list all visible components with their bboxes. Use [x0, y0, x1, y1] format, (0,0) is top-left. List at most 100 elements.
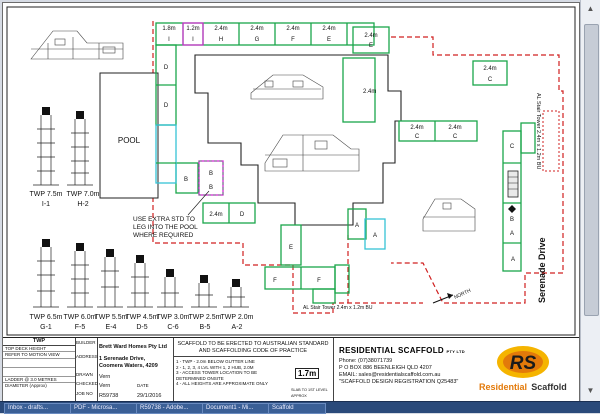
- taskbar-item[interactable]: Inbox - drafts...: [4, 403, 74, 414]
- standard-line1: SCAFFOLD TO BE ERECTED TO AUSTRALIAN STA…: [177, 341, 329, 347]
- svg-text:1.8m: 1.8m: [162, 26, 175, 32]
- slab-height: 1.7m: [295, 368, 320, 379]
- svg-text:H-2: H-2: [77, 201, 88, 208]
- svg-text:Scaffold: Scaffold: [531, 382, 567, 392]
- address-line2: Coomera Waters, 4209: [99, 363, 158, 369]
- scrollbar-thumb[interactable]: [584, 24, 599, 316]
- svg-text:D: D: [164, 65, 169, 71]
- taskbar-item[interactable]: PDF - Microsa...: [70, 403, 140, 414]
- svg-text:C: C: [510, 144, 515, 150]
- twp-table: TWP TOP DECK HEIGHT REFER TO MOTION VIEW…: [3, 338, 76, 401]
- svg-text:I-1: I-1: [42, 201, 50, 208]
- standard-line2: AND SCAFFOLDING CODE OF PRACTICE: [198, 347, 308, 354]
- pool-label: POOL: [118, 136, 141, 145]
- taskbar-item[interactable]: Scaffold: [268, 403, 326, 414]
- company-suffix: PTY LTD: [446, 349, 465, 354]
- svg-text:A-2: A-2: [232, 324, 243, 331]
- builder-name: Brett Ward Homes Pty Ltd: [99, 344, 167, 350]
- svg-text:2.4m: 2.4m: [483, 66, 496, 72]
- title-block: TWP TOP DECK HEIGHT REFER TO MOTION VIEW…: [3, 337, 579, 401]
- svg-text:B: B: [184, 177, 188, 183]
- svg-text:C: C: [488, 77, 493, 83]
- date-label: DATE: [137, 383, 149, 388]
- svg-text:B: B: [510, 217, 514, 223]
- date-value: 29/1/2016: [137, 393, 162, 399]
- svg-text:2.4m: 2.4m: [322, 26, 335, 32]
- svg-text:D-5: D-5: [136, 324, 147, 331]
- svg-text:NORTH: NORTH: [453, 288, 472, 301]
- svg-text:2.4m: 2.4m: [364, 33, 377, 39]
- svg-text:G: G: [255, 37, 260, 43]
- vertical-scrollbar[interactable]: ▲ ▼: [580, 0, 600, 401]
- scroll-down-icon[interactable]: ▼: [586, 386, 595, 395]
- svg-text:A: A: [355, 223, 359, 229]
- street-name: Serenade Drive: [537, 237, 547, 303]
- note-item: 2 - 1, 2, 3, 4 LVL WITH 1, 2 HUB, 2.0M: [176, 364, 254, 370]
- tower-diagrams-top: [33, 115, 93, 186]
- twp-row: LADDER @ 3.0 METRES: [3, 377, 75, 383]
- project-details: BUILDER ADDRESS DRAWN CHECKED JOB NO Bre…: [75, 338, 174, 401]
- north-arrow: NORTH: [432, 288, 472, 304]
- svg-text:TWP 7.0m: TWP 7.0m: [67, 191, 100, 198]
- svg-text:USE EXTRA STD TO: USE EXTRA STD TO: [133, 216, 195, 223]
- svg-text:H: H: [219, 37, 223, 43]
- address-label: ADDRESS: [76, 354, 98, 359]
- note-item: 1 - TWP - 2.0m BELOW GUTTER LINE: [176, 359, 255, 364]
- svg-text:2.4m: 2.4m: [363, 89, 376, 95]
- note-item: 4 - ALL HEIGHTS ARE APPROXIMATE ONLY: [176, 381, 268, 386]
- pool: [99, 72, 159, 199]
- svg-text:F: F: [317, 278, 321, 284]
- tower-diagrams-bottom: [33, 247, 249, 308]
- svg-text:2.4m: 2.4m: [214, 26, 227, 32]
- svg-text:D: D: [164, 103, 169, 109]
- house-outline: [194, 54, 402, 226]
- svg-text:2.4m: 2.4m: [250, 26, 263, 32]
- svg-text:F: F: [273, 278, 277, 284]
- svg-text:2.4m: 2.4m: [448, 125, 461, 131]
- svg-text:G-1: G-1: [40, 324, 52, 331]
- company-info: RESIDENTIAL SCAFFOLD PTY LTD Phone: (07)…: [333, 338, 469, 401]
- svg-text:TWP 2.5m: TWP 2.5m: [189, 314, 222, 321]
- twp-header: TWP: [3, 338, 75, 346]
- svg-text:Residential: Residential: [479, 382, 527, 392]
- company-name: RESIDENTIAL SCAFFOLD: [339, 346, 444, 355]
- rs-logo: RS Residential Scaffold: [473, 342, 573, 398]
- checked-value: Vern: [99, 383, 111, 389]
- drawn-value: Vern: [99, 374, 111, 380]
- tower-label-bottom: AL Stair Tower 2.4m x 1.2m BU: [303, 305, 373, 311]
- company-pobox: P O BOX 886 BEENLEIGH QLD 4207: [339, 365, 432, 371]
- svg-text:A: A: [510, 231, 514, 237]
- taskbar-item[interactable]: R59738 - Adobe...: [136, 403, 206, 414]
- company-email: EMAIL: sales@residentialscaffold.com.au: [339, 372, 441, 378]
- svg-text:D: D: [240, 212, 245, 218]
- svg-text:B-5: B-5: [200, 324, 211, 331]
- taskbar-item[interactable]: Document1 - Mi...: [202, 403, 272, 414]
- svg-text:E: E: [369, 43, 373, 49]
- svg-text:2.4m: 2.4m: [410, 125, 423, 131]
- address-line1: 1 Serenade Drive,: [99, 356, 146, 362]
- job-label: JOB NO: [76, 391, 93, 396]
- svg-text:WHERE REQUIRED: WHERE REQUIRED: [133, 232, 194, 239]
- svg-text:E: E: [289, 245, 293, 251]
- drawing-sheet: POOL: [2, 2, 580, 402]
- svg-text:I: I: [192, 37, 194, 43]
- twp-row: REFER TO MOTION VIEW: [3, 352, 75, 359]
- elevation-sketch-topleft: [30, 30, 124, 60]
- twp-row: TOP DECK HEIGHT: [3, 346, 75, 352]
- svg-text:A: A: [511, 257, 515, 263]
- svg-text:E: E: [327, 37, 331, 43]
- svg-text:F: F: [291, 37, 295, 43]
- drawn-label: DRAWN: [76, 372, 93, 377]
- job-number: R59738: [99, 393, 119, 399]
- svg-text:C: C: [415, 134, 420, 140]
- svg-text:TWP 2.0m: TWP 2.0m: [221, 314, 254, 321]
- scroll-up-icon[interactable]: ▲: [586, 4, 595, 13]
- svg-text:2.4m: 2.4m: [286, 26, 299, 32]
- site-boundary: [120, 21, 564, 314]
- twp-row: DIAMETER (Approx): [5, 383, 47, 388]
- svg-text:TWP 6.5m: TWP 6.5m: [30, 314, 63, 321]
- twp-row: [3, 368, 75, 377]
- logo-mark: RS Residential Scaffold: [479, 346, 567, 392]
- svg-text:C: C: [453, 134, 458, 140]
- design-registration: "SCAFFOLD DESIGN REGISTRATION Q25483": [339, 379, 459, 385]
